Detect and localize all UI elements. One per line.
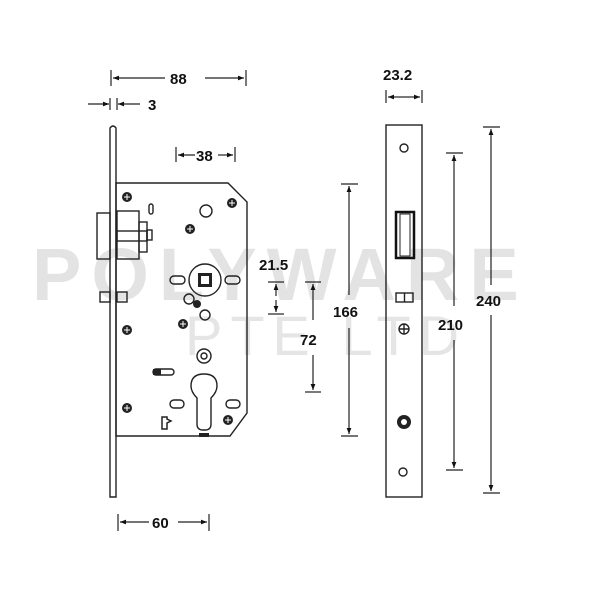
lock-body-side-view (96, 125, 248, 498)
watermark-line2: PTE LTD (185, 304, 467, 367)
small-slot (148, 203, 154, 215)
dim-72-label: 72 (300, 332, 317, 349)
screw-icon (122, 192, 237, 425)
dim-240-label: 240 (476, 293, 501, 310)
deadbolt-opening-icon (395, 292, 414, 303)
watermark: POLYWARE PTE LTD (32, 233, 529, 367)
lever-slot (152, 368, 175, 376)
dim-88-label: 88 (170, 71, 187, 88)
dim-23-2-label: 23.2 (383, 67, 412, 84)
dimension-240: 240 (476, 126, 501, 494)
follower-opening-icon (397, 415, 411, 429)
dim-3-label: 3 (148, 97, 156, 114)
cylinder-notch (199, 433, 209, 437)
lock-case (115, 182, 248, 437)
dimension-60: 60 (117, 514, 210, 532)
dim-60-label: 60 (152, 515, 169, 532)
slot-right (225, 399, 241, 409)
dimension-166: 166 (333, 183, 358, 437)
dimension-38: 38 (175, 147, 236, 165)
dim-38-label: 38 (196, 148, 213, 165)
faceplate (385, 124, 423, 498)
follower-icon (196, 348, 212, 364)
dimension-210: 210 (438, 152, 463, 471)
dimension-88: 88 (110, 70, 247, 88)
dimension-3: 3 (88, 97, 156, 114)
deadbolt-icon (99, 291, 128, 303)
dim-21-5-label: 21.5 (259, 257, 288, 274)
screw-hole-top (399, 143, 409, 153)
screw-icon (398, 323, 410, 335)
latch-bolt-icon (96, 210, 153, 260)
watermark-line1: POLYWARE (32, 233, 529, 316)
dimension-72: 72 (300, 281, 321, 393)
latch-opening-icon (394, 210, 416, 260)
slot-left (169, 399, 185, 409)
hole-icon (199, 309, 211, 321)
spindle-hub-icon (169, 263, 241, 308)
dimension-23-2: 23.2 (383, 67, 423, 103)
cylinder-cutout-icon (190, 373, 218, 431)
dimension-21-5: 21.5 (259, 257, 288, 315)
faceplate-front-view (385, 124, 423, 498)
small-catch (161, 416, 173, 430)
faceplate-edge (109, 125, 117, 498)
hole-icon (199, 204, 213, 218)
dim-210-label: 210 (438, 317, 463, 334)
screw-hole-bottom (398, 467, 408, 477)
dim-166-label: 166 (333, 304, 358, 321)
